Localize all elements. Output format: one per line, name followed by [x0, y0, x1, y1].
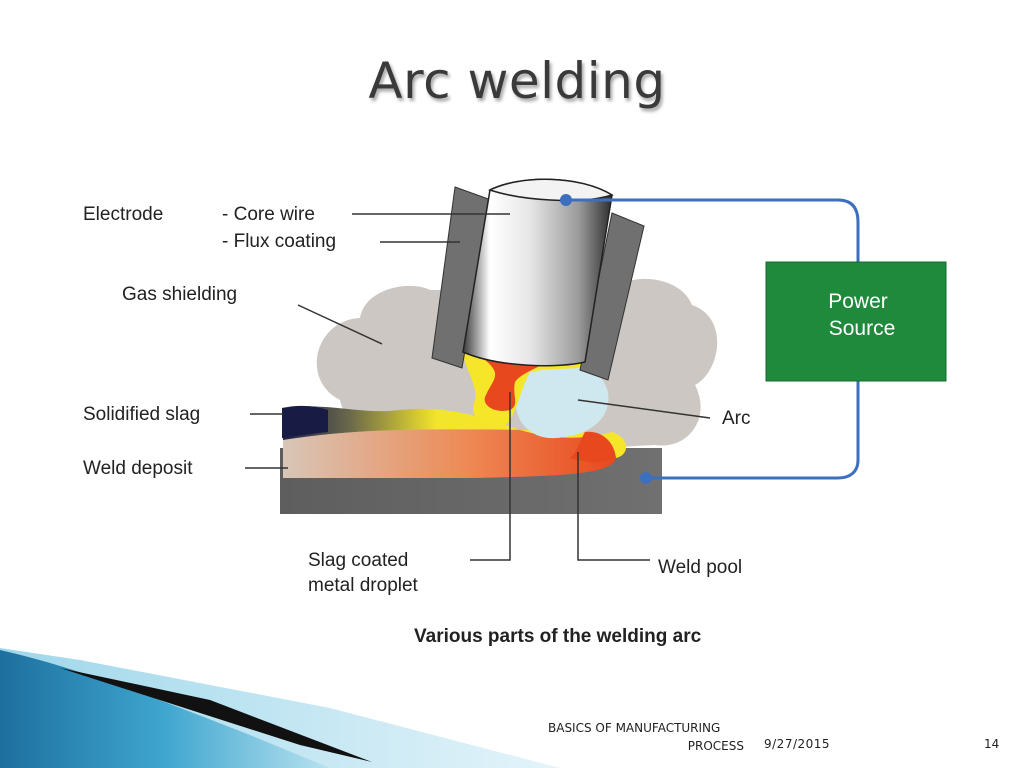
diagram-caption: Various parts of the welding arc [414, 626, 702, 647]
power-source-box [765, 261, 947, 382]
slag-dark-end [282, 405, 328, 438]
slide-title: Arc welding [368, 52, 666, 110]
gas-shielding-label: Gas shielding [122, 284, 237, 305]
workpiece-contact [640, 472, 652, 484]
footer-course-title: BASICS OF MANUFACTURING PROCESS [548, 719, 744, 755]
flux-coating [431, 186, 492, 369]
arc-region [515, 356, 609, 439]
gas-shielding-leader [297, 304, 383, 345]
footer-date: 9/27/2015 [764, 737, 831, 751]
footer-course-line2: PROCESS [687, 739, 744, 753]
weld-deposit [283, 429, 616, 478]
weld-pool [570, 431, 616, 463]
arc-leader [577, 399, 711, 419]
slag-droplet-label-line2: metal droplet [308, 575, 419, 596]
arc-label: Arc [722, 408, 751, 429]
metal-droplet [480, 352, 560, 411]
weld-pool-label: Weld pool [658, 557, 742, 578]
power-source-line1: Power [828, 290, 888, 313]
electrode-label: Electrode [83, 204, 163, 225]
slag-droplet-label-line1: Slag coated [308, 550, 408, 571]
solidified-slag [282, 406, 627, 458]
footer-course-line1: BASICS OF MANUFACTURING [548, 721, 721, 735]
footer-page-number: 14 [984, 737, 1000, 751]
core-wire-top [488, 178, 614, 202]
solidified-slag-label: Solidified slag [83, 404, 200, 425]
core-wire-label: - Core wire [222, 204, 315, 225]
weld-pool-leader [577, 452, 650, 561]
decorative-ribbon-blue [0, 650, 330, 768]
electrode-contact [560, 194, 572, 206]
flux-coating-label: - Flux coating [222, 231, 336, 252]
decorative-ribbon-dark [60, 668, 372, 762]
weld-deposit-label: Weld deposit [83, 458, 193, 479]
power-source-line2: Source [829, 317, 896, 340]
slag-droplet-leader [470, 392, 511, 561]
